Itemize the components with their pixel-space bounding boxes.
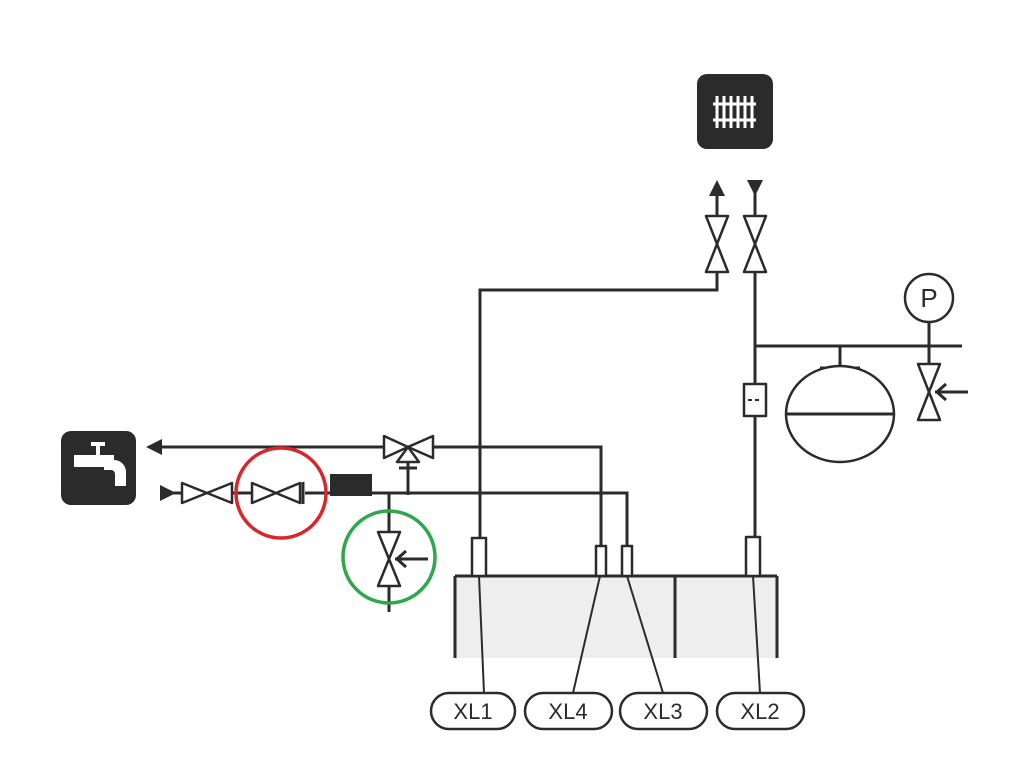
connection-xl1 xyxy=(470,536,488,578)
label-xl4-text: XL4 xyxy=(548,699,587,724)
radiator-flow-shutoff-valve xyxy=(704,214,730,274)
cold-water-shutoff-valve xyxy=(180,481,234,505)
water-tap-icon xyxy=(61,431,136,505)
pressure-gauge: P xyxy=(903,272,955,324)
particle-filter xyxy=(742,382,768,418)
connection-xl3 xyxy=(620,544,634,578)
flow-arrows xyxy=(146,180,763,501)
label-xl4: XL4 xyxy=(523,691,614,731)
tank-connections xyxy=(470,535,762,578)
pressure-gauge-label: P xyxy=(920,283,937,313)
arrow-up-icon xyxy=(709,180,725,196)
safety-valve-heating xyxy=(916,362,968,422)
expansion-vessel xyxy=(784,364,896,464)
label-xl3: XL3 xyxy=(618,691,709,731)
connection-xl4 xyxy=(594,544,608,578)
label-xl2: XL2 xyxy=(715,691,806,731)
label-xl3-text: XL3 xyxy=(643,699,682,724)
radiator-icon xyxy=(697,74,773,149)
arrow-left-icon xyxy=(146,439,162,455)
label-leader-lines xyxy=(478,575,761,694)
label-xl1: XL1 xyxy=(429,691,517,731)
label-xl1-text: XL1 xyxy=(453,699,492,724)
mixing-valve xyxy=(382,434,435,470)
radiator-return-shutoff-valve xyxy=(742,214,768,274)
connection-xl2 xyxy=(744,535,762,578)
red-highlight-circle xyxy=(234,446,328,540)
dirt-collector xyxy=(330,474,372,496)
arrow-down-icon xyxy=(747,180,763,196)
water-heater-tank xyxy=(453,574,779,658)
label-xl2-text: XL2 xyxy=(740,699,779,724)
arrow-right-icon xyxy=(160,485,176,501)
green-highlight-circle xyxy=(341,509,437,605)
safety-valve-hot-water xyxy=(376,530,428,588)
non-return-valve xyxy=(232,481,305,505)
